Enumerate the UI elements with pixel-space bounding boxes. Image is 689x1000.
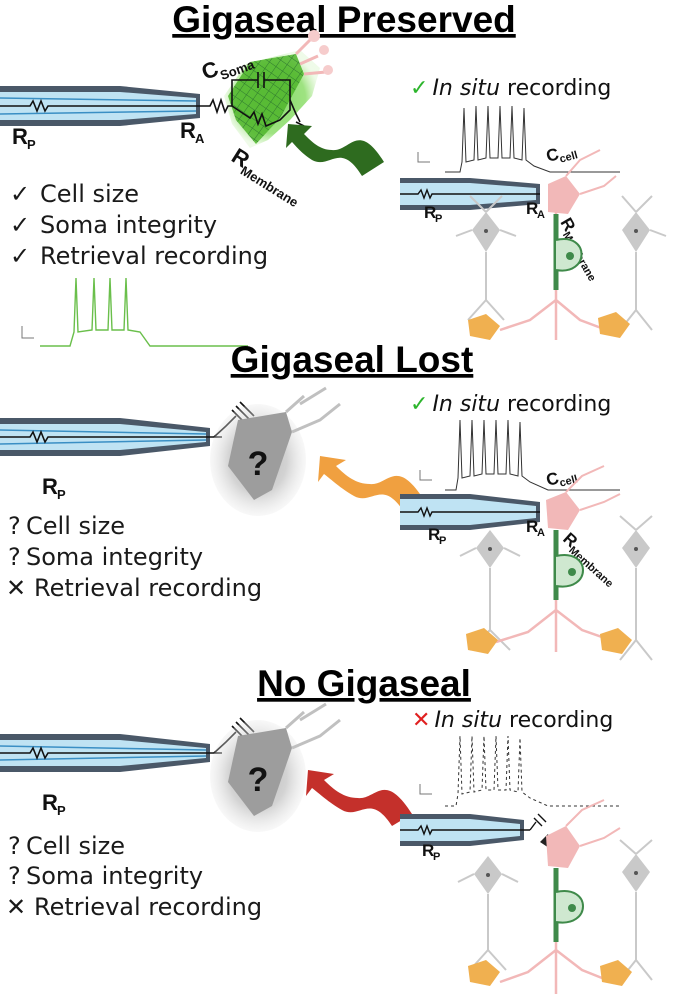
in-situ-mark: ✓ [410,76,428,101]
label-rp-left-sub: P [57,487,66,502]
check-mark: ✓ [10,180,30,208]
label-ra-right-sub: A [537,527,545,539]
retrieved-soma-intact [224,30,333,148]
label-rp-left: R [42,474,58,499]
label-ra-right-sub: A [537,209,545,221]
check-item: Cell size [26,832,125,860]
transfer-arrow [306,770,412,826]
label-rp-right-sub: P [435,213,442,225]
equivalent-circuit-left [200,72,305,131]
retrieval-trace [21,277,248,347]
label-ra-right: R [526,517,538,536]
check-mark: ✓ [10,211,30,239]
brain-tissue-right [457,799,653,994]
panel-gigaseal-lost: Gigaseal Lost ? R P ? Cell size ? Soma i… [0,339,653,661]
pipette-right [400,813,547,846]
label-ra-left: R [180,118,196,143]
label-rp-left-sub: P [57,803,66,818]
label-c-right-sub: cell [558,149,579,165]
label-rm-left-sub: Membrane [238,163,301,210]
checklist: ? Cell size ? Soma integrity ✕ Retrieval… [6,832,262,921]
in-situ-mark: ✕ [412,708,430,733]
in-situ-status: ✓In situ recording [410,392,611,417]
label-rp-right-sub: P [433,851,440,863]
label-ra-right: R [526,199,538,218]
label-rp-right: R [424,203,436,222]
panel-title: Gigaseal Lost [231,339,474,380]
retrieved-soma-unknown: ? [210,702,341,832]
check-item: Retrieval recording [34,893,262,921]
pipette-left [0,86,200,126]
label-c-right: C [544,144,561,166]
check-mark: ? [8,862,21,890]
label-ra-left-sub: A [195,131,205,146]
check-item: Retrieval recording [40,242,268,270]
in-situ-trace [417,152,430,163]
panel-title: No Gigaseal [257,663,471,704]
in-situ-status: ✓In situ recording [410,76,611,101]
check-mark: ? [8,512,21,540]
panel-gigaseal-preserved: Gigaseal Preserved R P R A R [0,0,667,347]
unknown-mark: ? [248,761,269,799]
check-mark: ✕ [6,574,26,602]
check-item: Cell size [26,512,125,540]
in-situ-trace [419,470,432,481]
in-situ-mark: ✓ [410,392,428,417]
check-item: Soma integrity [26,862,203,890]
label-rp-right: R [422,841,434,860]
label-c-right-sub: cell [558,473,579,489]
pipette-left [0,401,255,456]
in-situ-trace [419,784,432,795]
check-mark: ? [8,543,21,571]
label-rp-left: R [42,790,58,815]
transfer-arrow [318,456,424,512]
checklist: ✓ Cell size ✓ Soma integrity ✓ Retrieval… [10,180,268,270]
brain-tissue-right [455,149,667,340]
in-situ-status: ✕In situ recording [412,708,613,733]
label-rp-right: R [428,525,440,544]
label-rp-right-sub: P [439,535,446,547]
retrieved-soma-unknown: ? [210,386,341,516]
pipette-right [400,494,540,530]
unknown-mark: ? [248,445,269,483]
checklist: ? Cell size ? Soma integrity ✕ Retrieval… [6,512,262,602]
label-rp-left-sub: P [27,137,36,152]
check-item: Soma integrity [40,211,217,239]
transfer-arrow [286,124,384,176]
panel-title: Gigaseal Preserved [172,0,516,40]
check-item: Soma integrity [26,543,203,571]
brain-tissue-right [459,465,653,661]
label-rp-left: R [12,124,28,149]
check-item: Cell size [40,180,139,208]
in-situ-trace [445,105,620,173]
check-mark: ? [8,832,21,860]
panel-no-gigaseal: No Gigaseal ? R P ? Cell size ? Soma int… [0,663,653,994]
check-mark: ✕ [6,893,26,921]
check-mark: ✓ [10,242,30,270]
pipette-left [0,717,255,772]
label-c-right: C [544,468,561,490]
in-situ-trace [445,419,620,491]
in-situ-trace-failed [445,735,620,807]
check-item: Retrieval recording [34,574,262,602]
pipette-right [400,178,540,210]
